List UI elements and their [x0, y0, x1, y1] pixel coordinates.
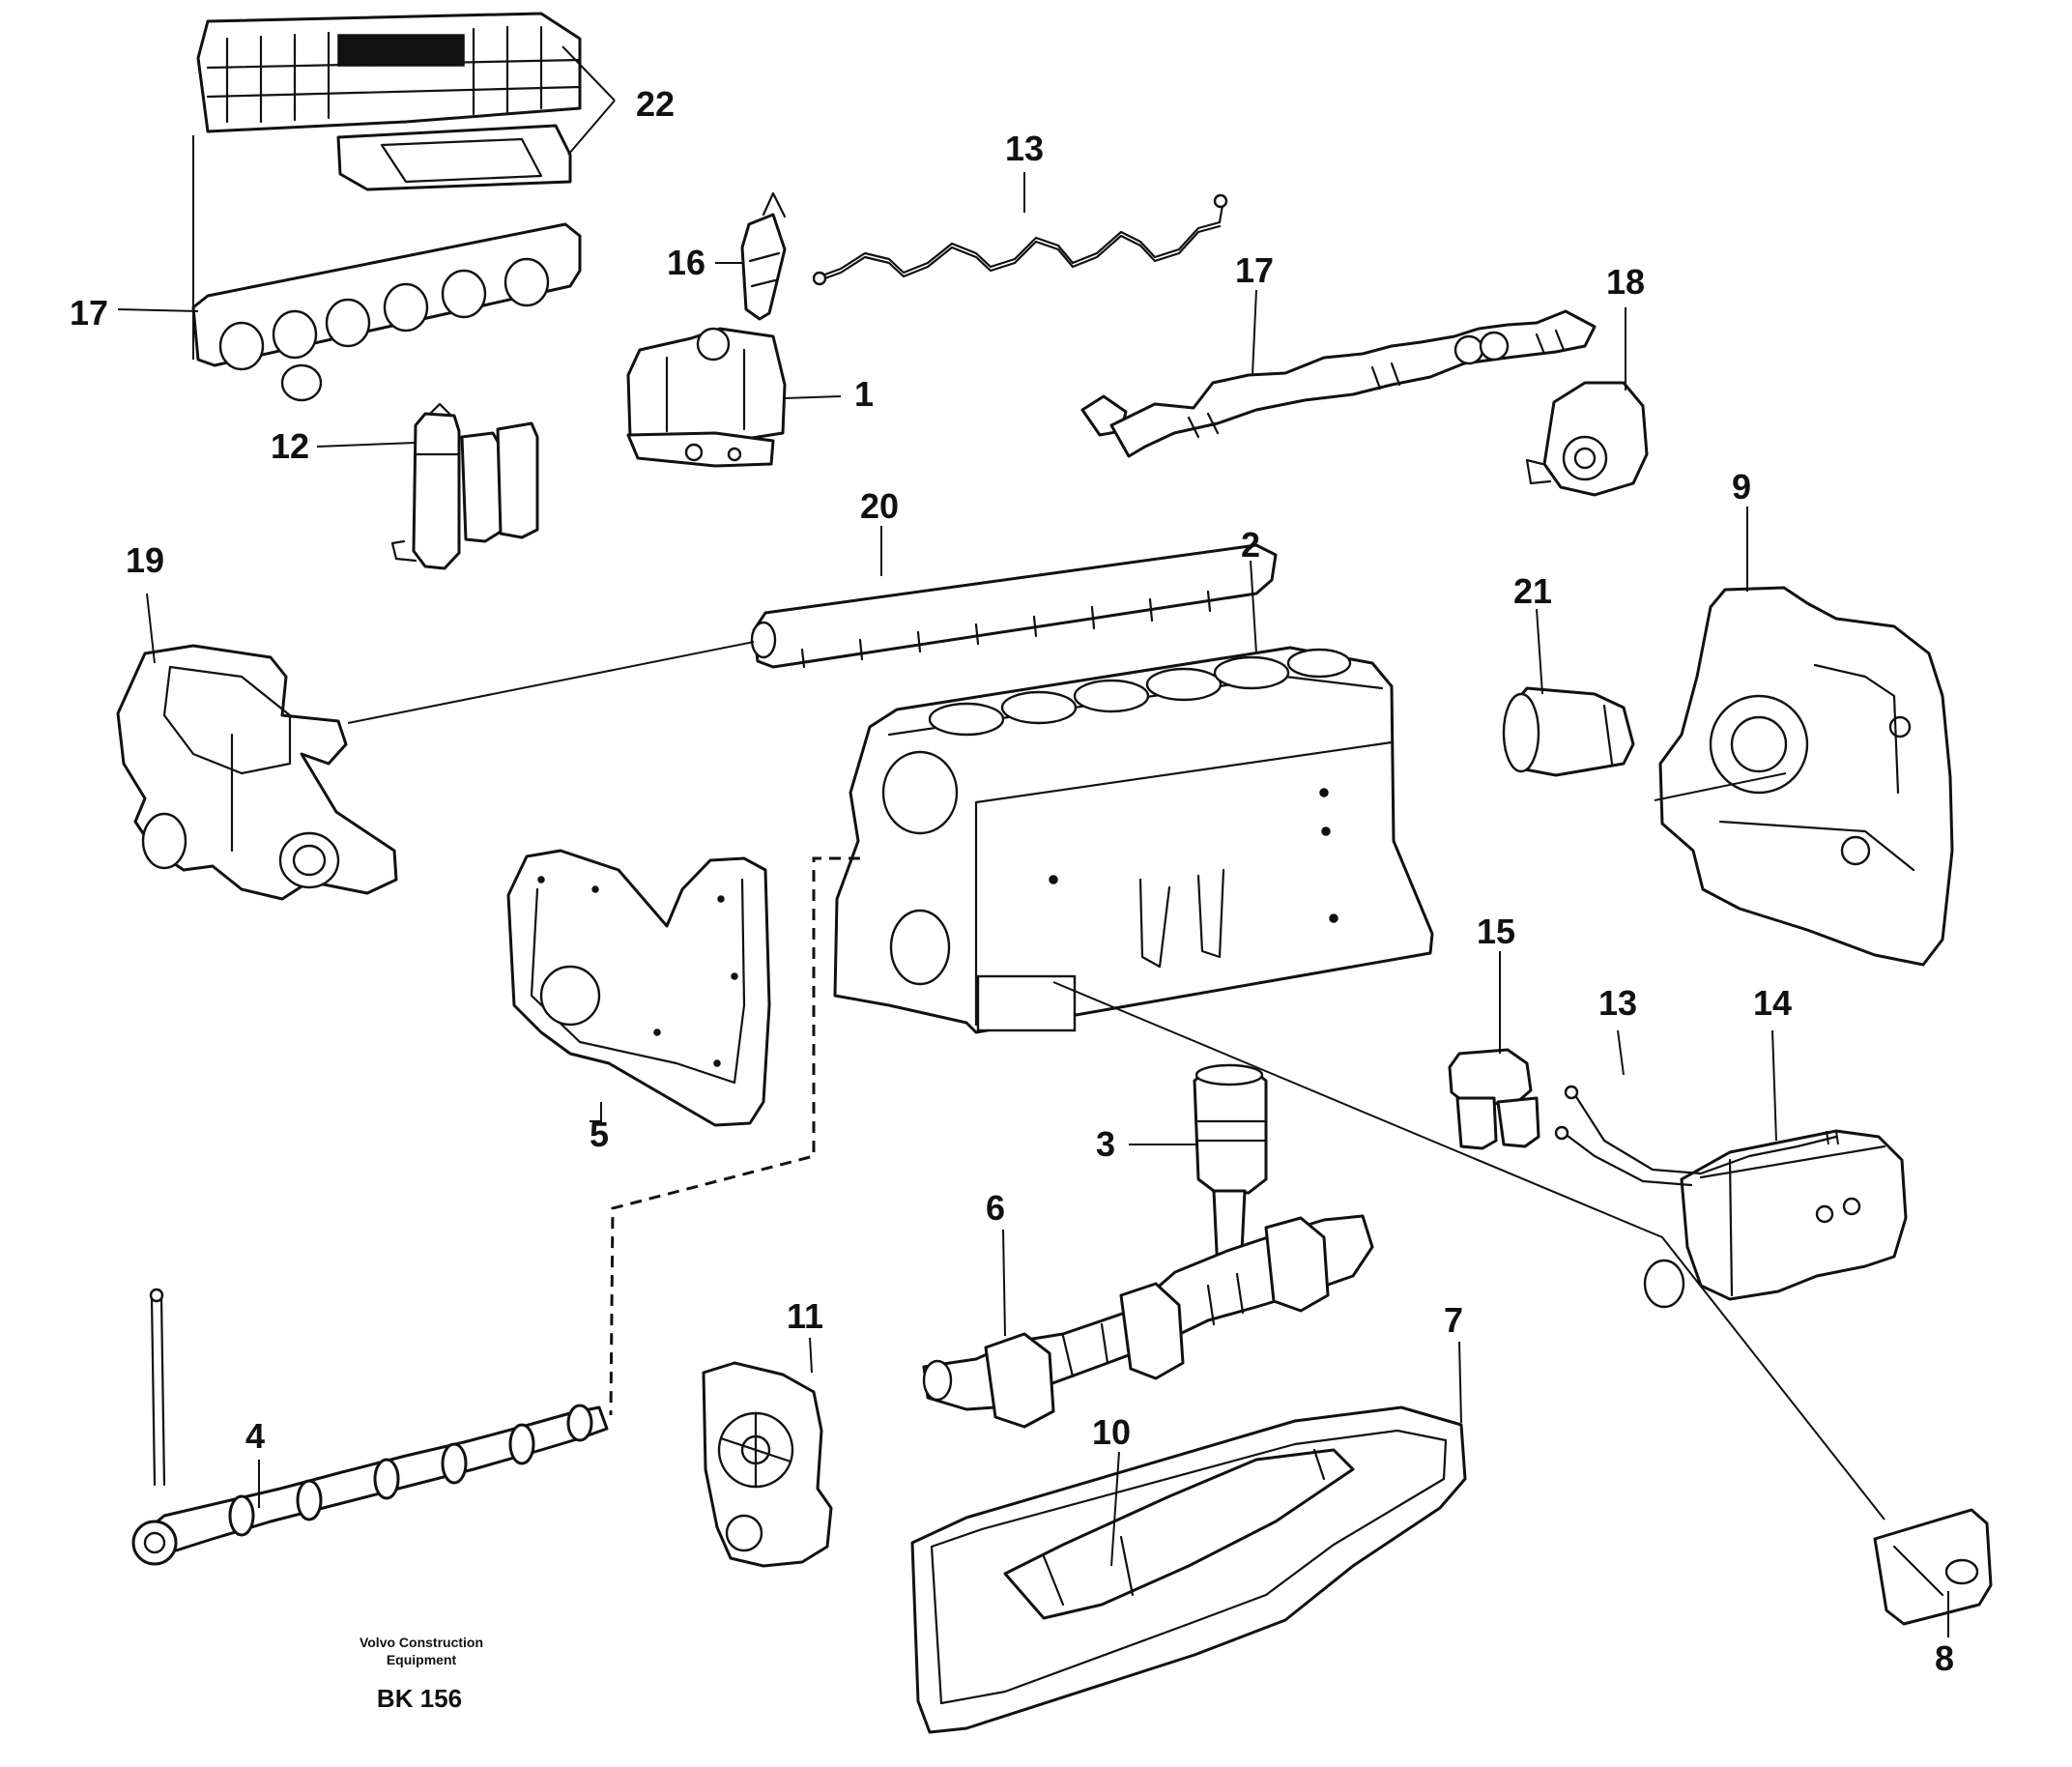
part-timing-gear-cover: [506, 849, 771, 1127]
leader-block-to-bracket: [1052, 981, 1885, 1521]
callout-2: 2: [1241, 525, 1260, 565]
callout-18: 18: [1606, 262, 1645, 302]
part-injection-line: [812, 193, 1228, 286]
callout-7: 7: [1444, 1300, 1463, 1340]
callout-14: 14: [1753, 983, 1792, 1023]
part-manifold-rail: [750, 543, 1278, 669]
part-water-pump: [116, 644, 398, 901]
part-manifold-intake: [191, 135, 582, 402]
maker-line-1: Volvo Construction: [360, 1635, 483, 1650]
part-crankshaft: [922, 1214, 1374, 1429]
part-rocker-cover: [196, 12, 582, 191]
part-exhaust-manifold: [1080, 309, 1597, 458]
part-injector: [740, 191, 787, 321]
callout-17-left: 17: [70, 293, 108, 333]
callout-12: 12: [271, 426, 309, 466]
part-oil-sump: [910, 1405, 1467, 1734]
callout-21: 21: [1513, 571, 1552, 611]
callout-16: 16: [667, 243, 705, 282]
callout-13-top: 13: [1005, 129, 1044, 168]
part-turbocharger: [1525, 381, 1649, 497]
callout-1: 1: [854, 374, 874, 414]
part-starter-motor: [1502, 686, 1635, 777]
callout-22: 22: [636, 84, 675, 124]
dashed-leader-camshaft: [609, 856, 860, 1416]
leader-water-pump-to-rail: [347, 641, 755, 724]
callout-8: 8: [1935, 1638, 1954, 1678]
part-cylinder-head: [626, 327, 787, 468]
callout-9: 9: [1732, 467, 1751, 507]
callout-6: 6: [986, 1188, 1005, 1228]
callout-10: 10: [1092, 1412, 1131, 1452]
maker-line-2: Equipment: [387, 1652, 457, 1667]
callout-5: 5: [590, 1115, 609, 1154]
part-engine-mount-bracket: [1873, 1508, 1993, 1626]
part-engine-block: [833, 646, 1434, 1034]
part-camshaft: [131, 1288, 609, 1566]
callout-13-right: 13: [1598, 983, 1637, 1023]
callout-15: 15: [1477, 912, 1515, 951]
part-injection-pump: [1554, 1085, 1908, 1309]
callout-4: 4: [245, 1416, 265, 1456]
part-fuel-filter: [1448, 1048, 1540, 1150]
callout-3: 3: [1096, 1124, 1115, 1164]
callout-17-right: 17: [1235, 250, 1274, 290]
callout-20: 20: [860, 486, 899, 526]
callout-leaders: [117, 45, 1949, 1637]
part-oil-pump: [702, 1361, 833, 1568]
callout-11: 11: [787, 1296, 823, 1336]
drawing-code: BK 156: [377, 1684, 462, 1713]
part-flywheel-housing: [1654, 586, 1954, 967]
callout-19: 19: [126, 540, 164, 580]
part-oil-filter: [390, 402, 539, 570]
